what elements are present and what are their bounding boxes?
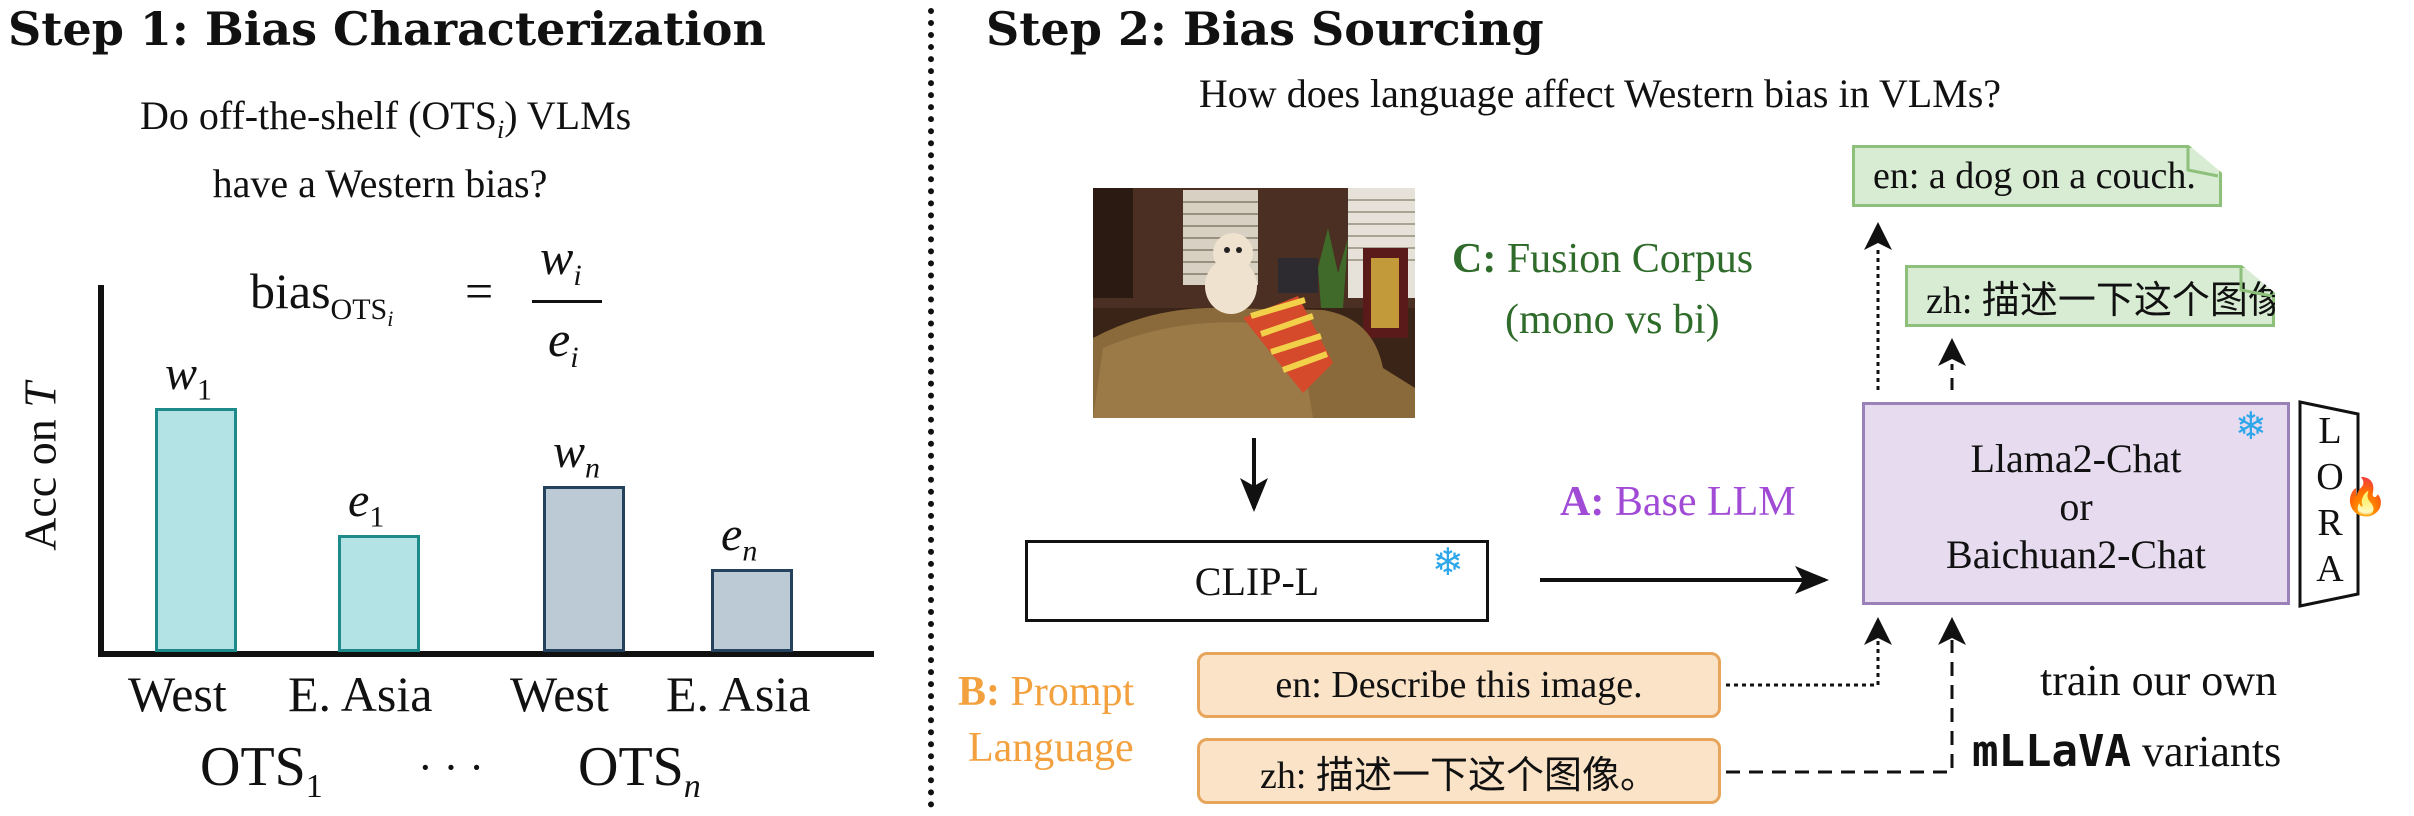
prompt-en-box: en: Describe this image. <box>1197 652 1721 718</box>
arrow-prompt-en-head <box>1864 617 1892 645</box>
arrow-prompt-zh-head <box>1938 617 1966 645</box>
xtick-east-asia-1: E. Asia <box>288 666 433 722</box>
x-axis-line <box>98 651 874 657</box>
bar-ots1-east-asia <box>338 535 420 652</box>
xtick-west-1: West <box>128 666 227 722</box>
step1-question-line1: Do off-the-shelf (OTSi) VLMs <box>140 93 632 144</box>
bias-formula-denominator: ei <box>548 311 579 374</box>
arrow-prompt-en-to-llm <box>1726 640 1880 687</box>
bias-formula-fraction-bar <box>532 300 602 303</box>
bias-formula-lhs: biasOTSi <box>250 263 394 331</box>
base-llm-box: Llama2-Chat or Baichuan2-Chat <box>1862 402 2290 605</box>
step2-title: Step 2: Bias Sourcing <box>986 2 1544 56</box>
prompt-language-label-line2: Language <box>968 725 1134 771</box>
bar-value-label-1: w1 <box>165 347 213 407</box>
fusion-corpus-label: C: Fusion Corpus <box>1452 236 1754 282</box>
llm-line1: Llama2-Chat <box>1970 436 2182 481</box>
llm-line2: or <box>2059 484 2093 529</box>
arrow-output-en-head <box>1864 222 1892 250</box>
output-zh-note: zh: 描述一下这个图像。 <box>1905 265 2275 327</box>
clip-l-encoder: CLIP-L <box>1025 540 1489 622</box>
frozen-snowflake-icon-clip: ❄ <box>1432 540 1464 584</box>
step1-title: Step 1: Bias Characterization <box>8 2 766 56</box>
trainable-fire-icon: 🔥 <box>2343 477 2388 518</box>
dog-on-couch-image <box>1093 188 1415 418</box>
bar-value-label-2: e1 <box>348 474 385 534</box>
step1-question-line2: have a Western bias? <box>212 161 548 206</box>
xtick-west-2: West <box>510 666 609 722</box>
y-axis-line <box>98 285 104 657</box>
xtick-east-asia-2: E. Asia <box>666 666 811 722</box>
train-label-line2: mLLaVA variants <box>1972 726 2282 777</box>
bar-value-label-3: wn <box>553 425 601 485</box>
train-label-line1: train our own <box>2040 656 2278 705</box>
arrow-prompt-zh-to-llm <box>1726 640 1954 774</box>
bar-otsn-west <box>543 486 625 652</box>
prompt-language-label: B: Prompt <box>958 669 1135 715</box>
base-llm-label: A: Base LLM <box>1560 479 1796 525</box>
bias-formula-numerator: wi <box>540 229 582 292</box>
llm-line3: Baichuan2-Chat <box>1946 532 2206 577</box>
arrow-output-zh-head <box>1938 338 1966 366</box>
step2-question: How does language affect Western bias in… <box>1198 71 2002 116</box>
y-axis-label: Acc on T <box>14 382 66 551</box>
output-en-note: en: a dog on a couch. <box>1852 145 2222 207</box>
prompt-zh-box: zh: 描述一下这个图像。 <box>1197 738 1721 804</box>
bar-value-label-4: en <box>721 508 758 568</box>
group-label-ots1: OTS1 <box>200 736 323 806</box>
fusion-corpus-sublabel: (mono vs bi) <box>1505 297 1720 343</box>
bar-otsn-east-asia <box>711 569 793 652</box>
bias-formula-equals: = <box>465 263 494 319</box>
frozen-snowflake-icon-llm: ❄ <box>2235 404 2267 448</box>
group-ellipsis: · · · <box>418 743 484 792</box>
bar-ots1-west <box>155 408 237 652</box>
group-label-otsn: OTSn <box>578 736 701 806</box>
section-divider <box>928 8 934 808</box>
